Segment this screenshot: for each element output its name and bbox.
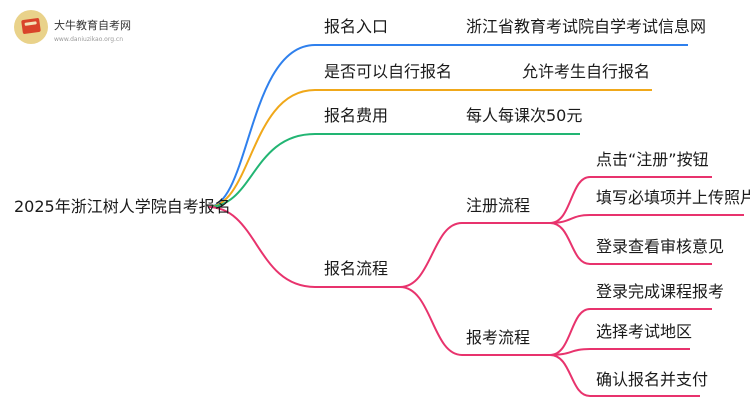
leaf-reg-3: 登录查看审核意见 (596, 237, 725, 256)
connector-process (207, 206, 400, 288)
connector-reg-2 (549, 214, 744, 224)
connector-apply-2 (549, 348, 690, 356)
connector-reg-3 (549, 222, 712, 265)
logo-title: 大牛教育自考网 (54, 19, 131, 32)
leaf-apply-3: 确认报名并支付 (596, 370, 709, 389)
connector-register-flow (399, 222, 550, 288)
branch-value-fee: 每人每课次50元 (466, 106, 583, 125)
branch-value-self-register: 允许考生自行报名 (522, 62, 651, 81)
connector-self-register (207, 89, 652, 208)
connector-fee (207, 133, 580, 208)
root-node: 2025年浙江树人学院自考报名 (14, 197, 231, 216)
logo-url: www.daniuzikao.org.cn (54, 36, 124, 43)
subbranch-apply-flow: 报考流程 (466, 328, 531, 347)
leaf-apply-2: 选择考试地区 (596, 322, 693, 341)
subbranch-register-flow: 注册流程 (466, 196, 531, 215)
site-logo: 大牛教育自考网 www.daniuzikao.org.cn (8, 8, 148, 52)
connector-apply-flow (399, 286, 550, 356)
connector-entry (207, 44, 688, 208)
connector-reg-1 (549, 176, 712, 224)
connector-apply-3 (549, 354, 700, 397)
branch-label-self-register: 是否可以自行报名 (324, 62, 453, 81)
branch-label-process: 报名流程 (324, 259, 389, 278)
leaf-reg-1: 点击“注册”按钮 (596, 150, 709, 169)
branch-label-fee: 报名费用 (324, 106, 389, 125)
leaf-reg-2: 填写必填项并上传照片 (596, 188, 750, 207)
leaf-apply-1: 登录完成课程报考 (596, 282, 725, 301)
connector-apply-1 (549, 308, 712, 356)
branch-label-entry: 报名入口 (324, 17, 389, 36)
branch-value-entry: 浙江省教育考试院自学考试信息网 (466, 17, 707, 36)
